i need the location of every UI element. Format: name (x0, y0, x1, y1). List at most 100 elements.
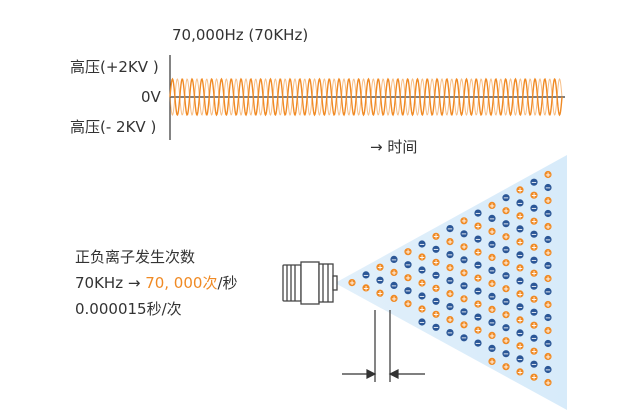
positive-ion (544, 196, 552, 205)
positive-ion-symbol: + (531, 244, 537, 252)
negative-ion (460, 256, 468, 264)
negative-ion (516, 251, 524, 259)
positive-ion-symbol: + (419, 305, 425, 313)
negative-ion-symbol: − (363, 271, 369, 279)
positive-ion-symbol: + (405, 274, 411, 282)
negative-ion (502, 298, 510, 306)
positive-ion (544, 326, 552, 335)
positive-ion (530, 295, 538, 303)
positive-ion (460, 321, 468, 329)
positive-ion (530, 347, 538, 355)
negative-ion-symbol: − (545, 366, 551, 374)
positive-ion-symbol: + (531, 296, 537, 304)
positive-ion (432, 284, 440, 292)
positive-ion-symbol: + (531, 270, 537, 278)
positive-ion (432, 310, 440, 318)
positive-ion (418, 279, 426, 287)
negative-ion (390, 281, 398, 289)
negative-ion (460, 334, 468, 342)
negative-ion-symbol: − (531, 309, 537, 317)
negative-ion (446, 329, 454, 337)
positive-ion-symbol: + (531, 218, 537, 226)
negative-ion (530, 256, 538, 264)
positive-ion-symbol: + (517, 316, 523, 324)
positive-ion (376, 263, 384, 271)
ion-generation-title: 正负离子发生次数 (75, 248, 196, 266)
positive-ion (460, 269, 468, 277)
positive-ion (460, 243, 468, 251)
rate-value: 70, 000次 (145, 274, 218, 292)
negative-ion (516, 225, 524, 233)
negative-ion-symbol: − (475, 236, 481, 244)
positive-ion-symbol: + (461, 269, 467, 277)
positive-ion-symbol: + (475, 249, 481, 257)
positive-ion-symbol: + (461, 321, 467, 329)
positive-ion (446, 290, 454, 298)
negative-ion (544, 209, 552, 218)
positive-ion (404, 300, 412, 308)
positive-ion (530, 321, 538, 329)
negative-ion (474, 261, 482, 269)
negative-ion-symbol: − (475, 340, 481, 348)
positive-ion (516, 264, 524, 272)
negative-ion (474, 235, 482, 243)
positive-ion (544, 222, 552, 231)
positive-ion (488, 305, 496, 313)
positive-ion (530, 269, 538, 277)
negative-ion (446, 251, 454, 259)
positive-ion-symbol: + (545, 249, 551, 257)
negative-ion-symbol: − (433, 324, 439, 332)
positive-ion-symbol: + (517, 238, 523, 246)
positive-ion-symbol: + (391, 295, 397, 303)
negative-voltage-label: 高压(- 2KV ) (70, 118, 157, 136)
negative-ion (488, 292, 496, 300)
positive-ion (488, 357, 496, 365)
positive-ion-symbol: + (517, 368, 523, 376)
positive-ion-symbol: + (349, 279, 355, 287)
gap-dimension-marker (342, 310, 425, 382)
positive-ion (488, 227, 496, 235)
positive-ion-symbol: + (377, 264, 383, 272)
negative-ion (488, 214, 496, 222)
negative-ion-symbol: − (517, 303, 523, 311)
positive-ion-symbol: + (503, 285, 509, 293)
negative-ion (460, 230, 468, 238)
negative-ion-symbol: − (517, 277, 523, 285)
positive-ion-symbol: + (405, 248, 411, 256)
negative-ion-symbol: − (489, 293, 495, 301)
negative-ion-symbol: − (447, 303, 453, 311)
positive-ion (390, 294, 398, 302)
negative-ion (432, 297, 440, 305)
negative-ion-symbol: − (475, 314, 481, 322)
negative-ion-symbol: − (447, 329, 453, 337)
negative-ion-symbol: − (545, 340, 551, 348)
positive-ion-symbol: + (517, 290, 523, 298)
negative-ion (530, 178, 538, 186)
negative-ion (474, 339, 482, 347)
rate-suffix: /秒 (217, 274, 238, 292)
negative-ion (544, 235, 552, 244)
negative-ion-symbol: − (489, 345, 495, 353)
negative-ion-symbol: − (545, 314, 551, 322)
positive-ion (544, 274, 552, 283)
negative-ion-symbol: − (503, 272, 509, 280)
positive-ion-symbol: + (433, 259, 439, 267)
negative-ion (418, 318, 426, 326)
positive-ion (502, 311, 510, 319)
positive-ion (516, 238, 524, 246)
positive-ion (348, 279, 356, 287)
positive-ion-symbol: + (461, 217, 467, 225)
negative-ion (404, 287, 412, 295)
negative-ion-symbol: − (517, 251, 523, 259)
negative-ion-symbol: − (545, 184, 551, 192)
positive-ion-symbol: + (489, 358, 495, 366)
positive-ion (474, 222, 482, 230)
positive-ion-symbol: + (517, 264, 523, 272)
negative-ion-symbol: − (419, 266, 425, 274)
positive-ion (516, 316, 524, 324)
negative-ion-symbol: − (433, 298, 439, 306)
positive-ion-symbol: + (503, 233, 509, 241)
negative-ion-symbol: − (503, 194, 509, 202)
positive-ion-symbol: + (405, 300, 411, 308)
